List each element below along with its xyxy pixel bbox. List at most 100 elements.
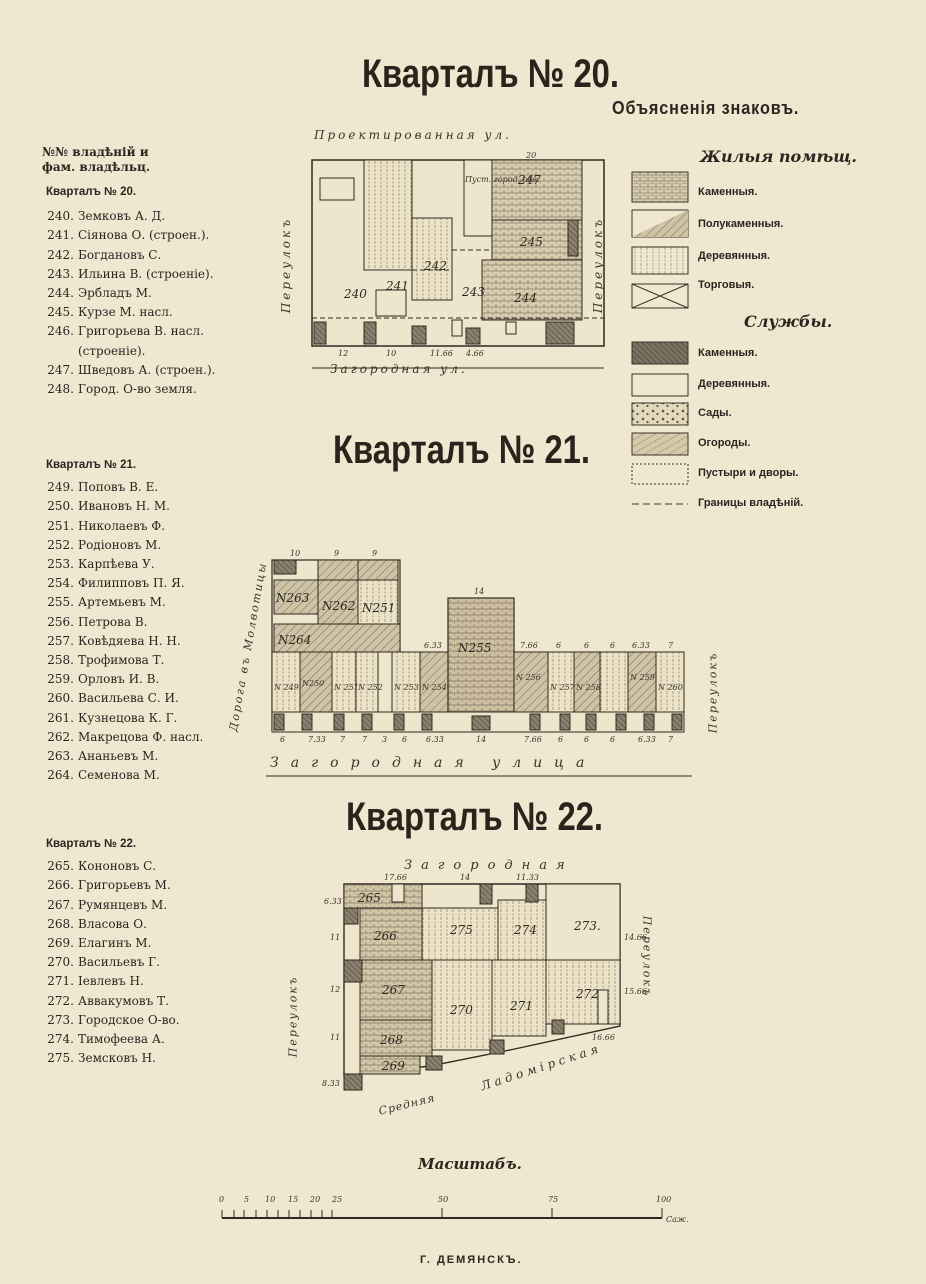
q21-dim-bottom-12: 6.33 (638, 735, 656, 744)
owner-number: 270. (47, 955, 74, 970)
owner-number: 250. (47, 499, 74, 514)
q21-lot-259 (627, 651, 657, 713)
owner-row: 271.Іевлевъ Н. (42, 972, 262, 991)
owner-name: Васильевъ Г. (78, 955, 160, 970)
owner-number: 248. (47, 382, 74, 397)
owner-row: 270. Васильевъ Г. (42, 953, 262, 972)
owner-row: 246.Григорьева В. насл. (42, 322, 262, 341)
q21-lot-263 (273, 579, 319, 615)
owner-row: 262.Макрецова Ф. насл. (42, 728, 262, 747)
q21-dim-bottom-8: 7.66 (524, 735, 542, 744)
owner-name: Эрбладъ М. (78, 286, 152, 301)
legend-svc-item-5: Границы владѣній. (698, 497, 804, 509)
q21-dim-top-2: 9 (372, 549, 377, 558)
scale-tick-50: 50 (438, 1195, 448, 1204)
owner-name: Сіянова О. (строен.). (78, 228, 210, 243)
q20-street-right: Переулокъ (591, 216, 606, 314)
scale-bar: 0 5 10 15 20 25 50 75 100 Саж. (219, 1195, 689, 1224)
owner-row: 244.Эрбладъ М. (42, 284, 262, 303)
q22-lot-274 (497, 899, 547, 961)
legend-res-item-2: Деревянныя. (698, 250, 771, 262)
scale-tick-0: 0 (219, 1195, 224, 1204)
legend-services-title: Службы. (744, 312, 833, 331)
swatch-garden (631, 402, 689, 426)
q22-lot-268 (359, 1019, 433, 1057)
q22-dim-9: 15.66 (624, 987, 647, 996)
owner-number: 252. (47, 537, 74, 552)
q20-lot-vacant (463, 159, 493, 237)
owner-row: 273.Городское О-во. (42, 1011, 262, 1030)
q20-label-242: 242 (423, 259, 447, 273)
owner-name: Ковѣдяева Н. Н. (78, 633, 181, 648)
q22-dim-7: 8.33 (322, 1079, 340, 1088)
q21-dim-bottom-1: 7.33 (308, 735, 326, 744)
q20-label-241: 241 (385, 279, 409, 293)
q20-lot-wood-a (363, 159, 413, 271)
owner-name: Карпѣева У. (78, 557, 155, 572)
owner-row: 253.Карпѣева У. (42, 555, 262, 574)
q20-lot-242 (411, 217, 453, 301)
q21-lot-251-upper (357, 579, 399, 625)
owner-name: Ильина В. (строеніе). (78, 266, 214, 281)
q22-label-266: 266 (373, 929, 397, 943)
q21-street-right: Переулокъ (706, 651, 720, 734)
owner-name: Григорьевъ М. (78, 878, 171, 893)
owner-name: Орловъ И. В. (78, 672, 160, 687)
owner-row: 266.Григорьевъ М. (42, 876, 262, 895)
owners-list-q21: Кварталъ № 21. 249.Поповъ В. Е.250.Ивано… (42, 456, 262, 785)
q22-lot-271 (491, 959, 547, 1037)
owner-name: Елагинъ М. (78, 936, 152, 951)
owner-number: 258. (47, 653, 74, 668)
owner-row: 263.Ананьевъ М. (42, 747, 262, 766)
scale-tick-20: 20 (309, 1195, 320, 1204)
title-quarter-21: Кварталъ № 21. (333, 428, 591, 472)
q22-dim-3: 6.33 (324, 897, 342, 906)
legend-res-item-3: Торговыя. (698, 279, 755, 291)
q22-label-272: 272 (575, 987, 599, 1001)
q21-dim-top-6: 6 (556, 641, 561, 650)
owner-row: 275.Земсковъ Н. (42, 1049, 262, 1068)
owner-row: 269.Елагинъ М. (42, 934, 262, 953)
q21-dim-bottom-6: 6.33 (426, 735, 444, 744)
swatch-wood (631, 246, 689, 275)
q22-lot-269 (359, 1055, 421, 1075)
q22-lot-273 (545, 883, 621, 961)
owners-header-line1: №№ владѣній и (42, 145, 149, 159)
owner-number: 243. (47, 266, 74, 281)
owner-name: Город. О-во земля. (78, 382, 197, 397)
owner-name: (строеніе). (78, 343, 146, 358)
q20-lot-244 (481, 259, 583, 321)
owner-number: 268. (47, 916, 74, 931)
q22-label-275: 275 (449, 923, 473, 937)
q21-label-260: N 260 (657, 683, 683, 692)
q21-dim-top-9: 6.33 (632, 641, 650, 650)
q21-label-257: N 257 (549, 683, 576, 692)
owner-name: Тимофеева А. (78, 1032, 165, 1047)
q20-label-244: 244 (513, 291, 537, 305)
scale-tick-25: 25 (331, 1195, 342, 1204)
owner-name: Ананьевъ М. (78, 749, 159, 764)
q21-lot-255 (447, 597, 515, 731)
scale-tick-15: 15 (288, 1195, 298, 1204)
owner-name: Городское О-во. (78, 1012, 180, 1027)
q21-lot-253 (391, 651, 421, 713)
owner-row: 258.Трофимова Т. (42, 651, 262, 670)
owner-number: 257. (47, 633, 74, 648)
owner-row: 243. Ильина В. (строеніе). (42, 265, 262, 284)
owner-number: 260. (47, 691, 74, 706)
q21-lot-251 (331, 651, 357, 713)
q20-label-vacant: Пуст. город. обв. (464, 175, 540, 184)
owners-q20-header: Кварталъ № 20. (46, 186, 137, 198)
q20-street-top: Проектированная ул. (314, 128, 512, 142)
q21-label-263: N263 (275, 591, 310, 605)
q21-dim-bottom-13: 7 (668, 735, 674, 744)
q22-dim-0: 17.66 (384, 873, 407, 882)
q21-dim-bottom-3: 7 (362, 735, 368, 744)
q22-dim-4: 11 (330, 933, 340, 942)
owner-row: 260.Васильева С. И. (42, 689, 262, 708)
legend-heading: Объясненія знаковъ. (612, 98, 800, 118)
q21-lot-249 (271, 651, 301, 713)
owner-number: 264. (47, 768, 74, 783)
owner-name: Румянцевъ М. (78, 897, 168, 912)
swatch-service-wood (631, 373, 689, 397)
